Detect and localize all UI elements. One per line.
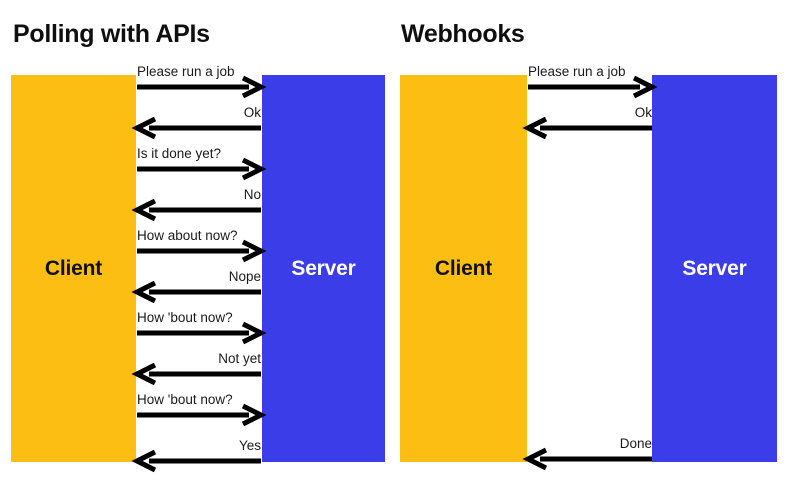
arrow-left-icon [131,362,261,393]
arrow-right-icon [137,403,267,434]
webhooks-message-2-label: Ok [634,104,652,120]
polling-message-8-label: Not yet [218,350,261,366]
arrow-left-icon [131,449,261,480]
arrow-left-icon [522,447,652,478]
polling-message-5-label: How about now? [137,227,238,243]
webhooks-server-block: Server [652,75,777,462]
arrow-right-icon [528,75,658,106]
arrow-right-icon [137,157,267,188]
polling-message-1-label: Please run a job [137,63,235,79]
polling-message-9-label: How 'bout now? [137,391,233,407]
arrow-left-icon [522,116,652,147]
webhooks-client-label: Client [434,257,493,280]
webhooks-message-3-label: Done [619,435,652,451]
polling-client-block: Client [11,75,136,462]
webhooks-message-1-label: Please run a job [528,63,626,79]
webhooks-server-label: Server [682,257,747,280]
arrow-left-icon [131,280,261,311]
polling-message-3-label: Is it done yet? [137,145,222,161]
arrow-left-icon [131,198,261,229]
polling-title: Polling with APIs [13,20,210,48]
arrow-left-icon [131,116,261,147]
webhooks-title: Webhooks [401,20,525,48]
polling-message-6-label: Nope [228,268,261,284]
arrow-right-icon [137,321,267,352]
arrow-right-icon [137,239,267,270]
polling-server-label: Server [291,257,356,280]
polling-client-label: Client [44,257,103,280]
polling-server-block: Server [262,75,385,462]
polling-message-7-label: How 'bout now? [137,309,233,325]
polling-message-2-label: Ok [243,104,261,120]
polling-message-4-label: No [243,186,261,202]
webhooks-client-block: Client [400,75,527,462]
polling-message-10-label: Yes [238,437,261,453]
arrow-right-icon [137,75,267,106]
